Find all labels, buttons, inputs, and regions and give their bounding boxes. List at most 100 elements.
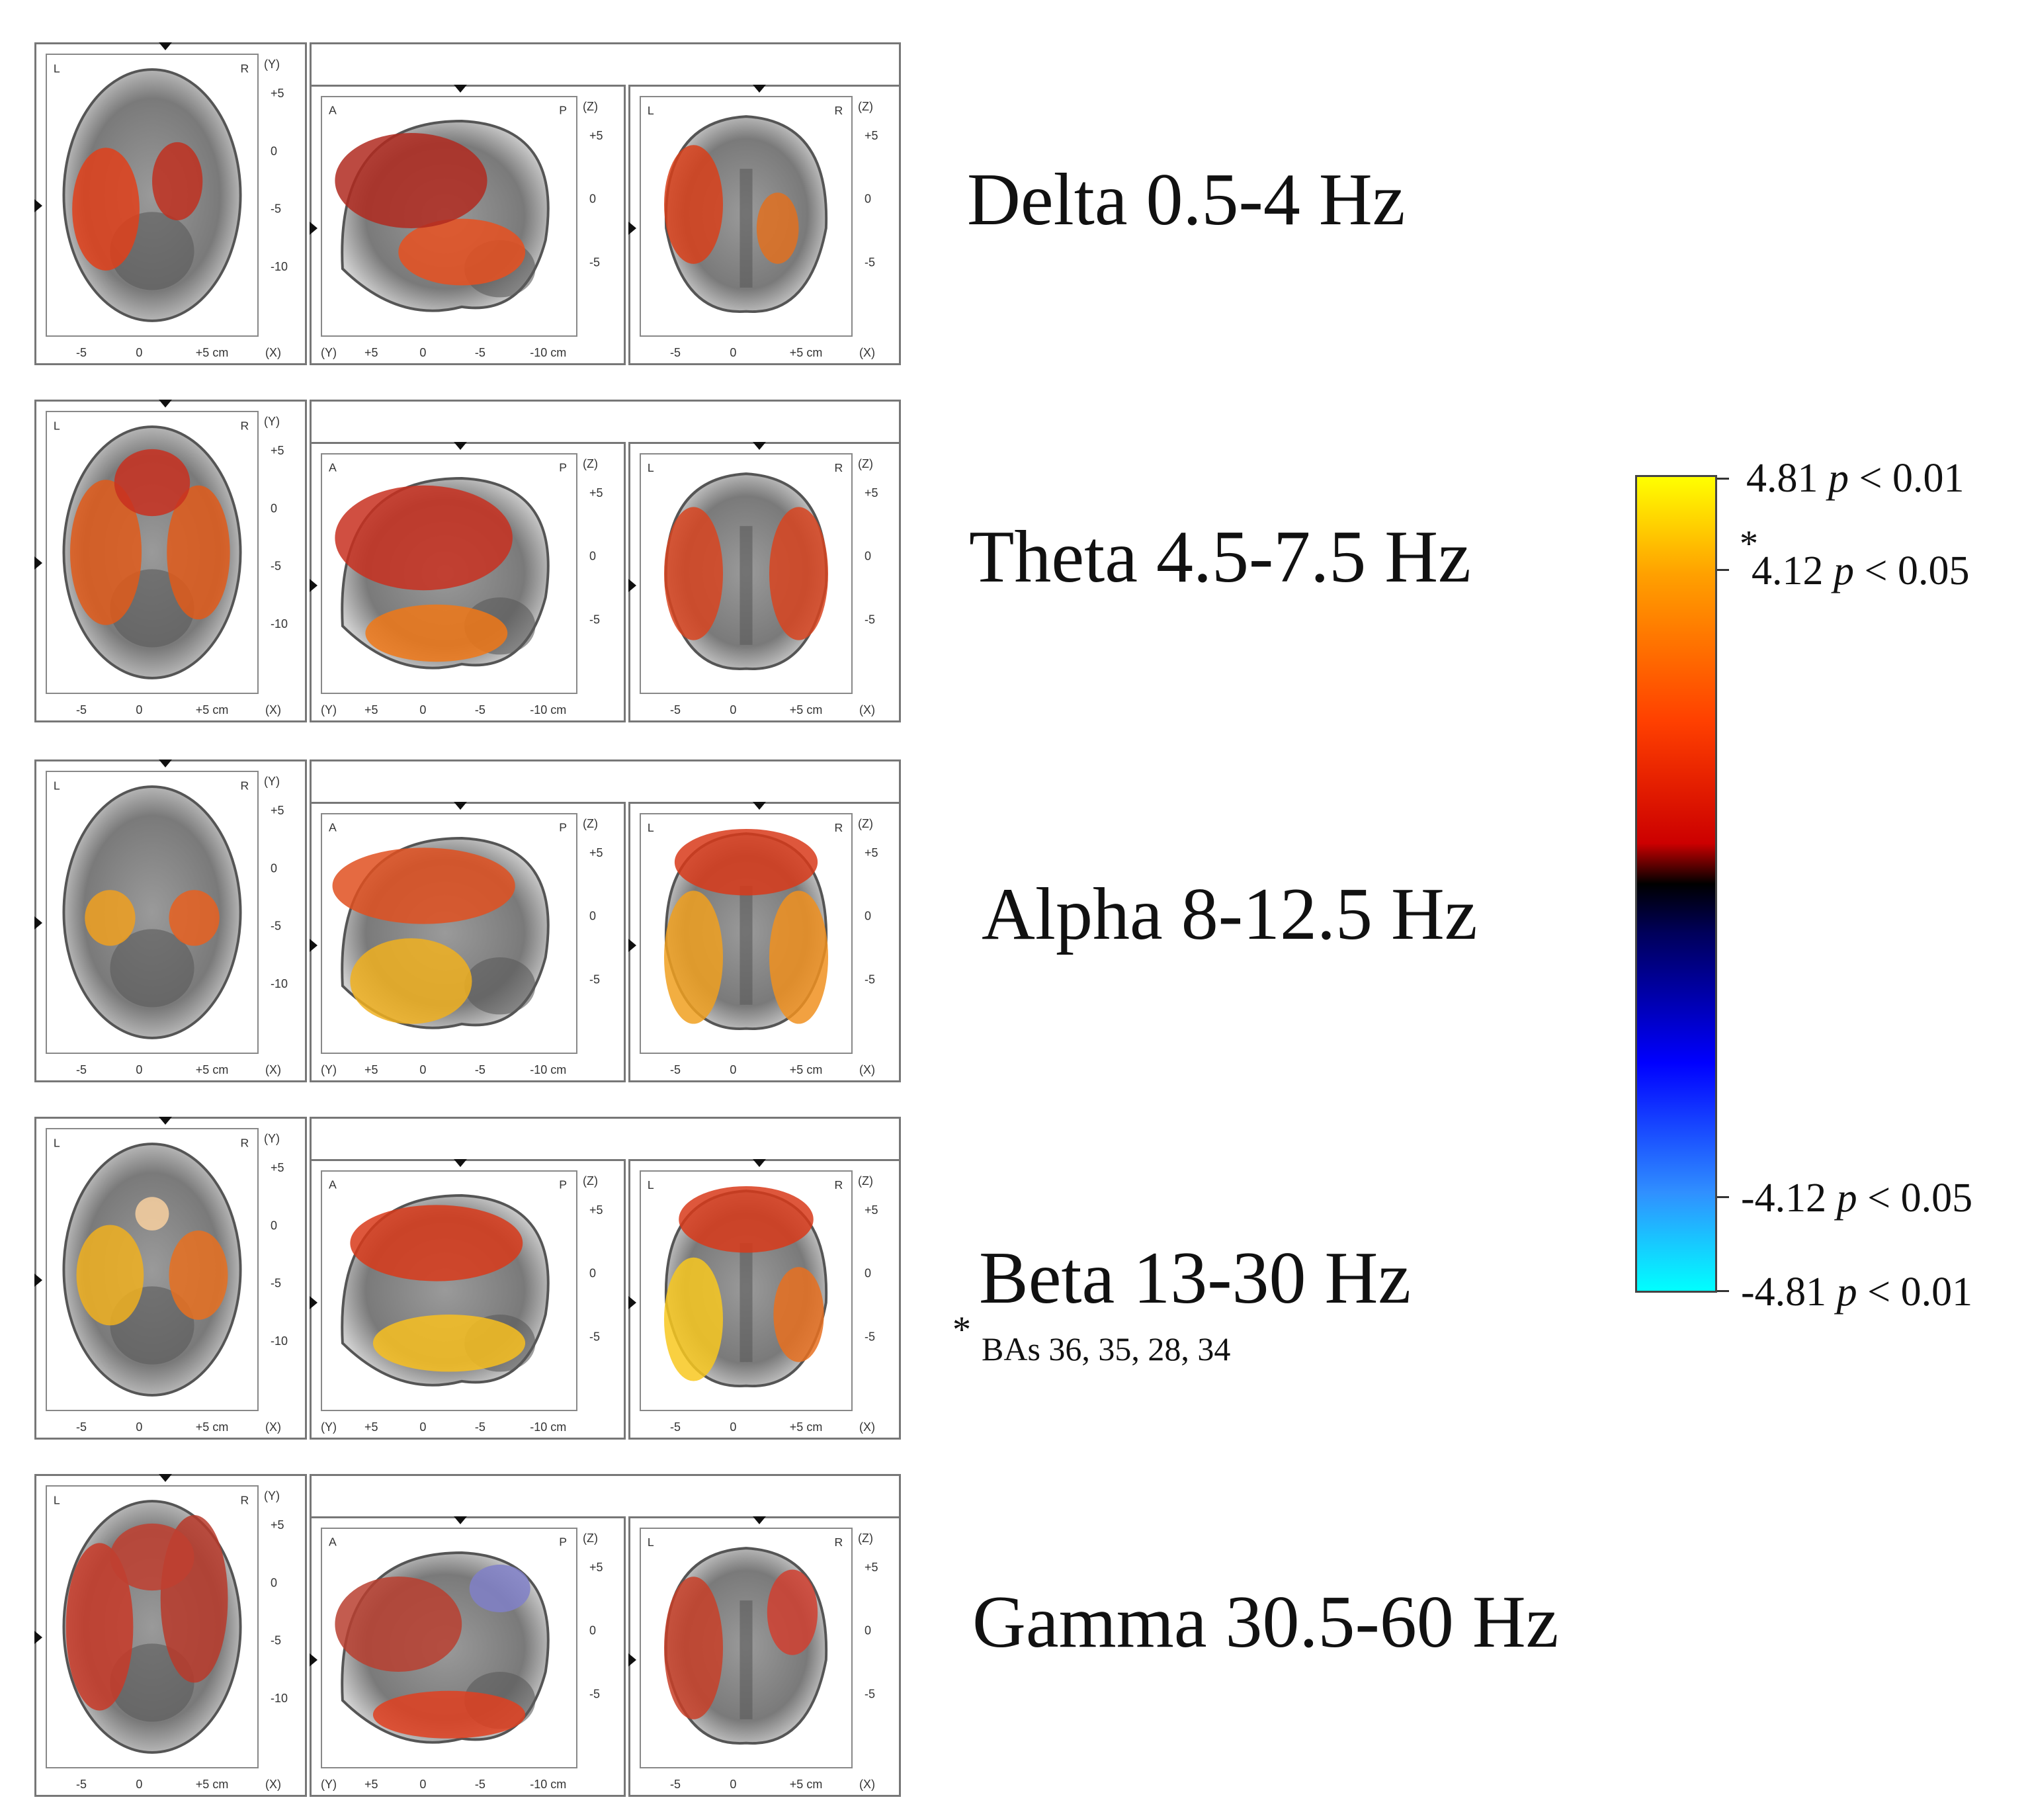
x-tick-label: -5 <box>475 1063 486 1076</box>
y-tick-label: -5 <box>271 1277 281 1290</box>
band-label-beta: Beta 13-30 Hz <box>979 1237 1412 1319</box>
x-tick-label: +5 cm <box>196 703 229 716</box>
corner-label-left: L <box>648 821 654 834</box>
activation-blob <box>663 1577 724 1719</box>
slice-position-marker <box>628 1653 636 1667</box>
corner-label-left: A <box>329 821 337 834</box>
x-axis-name: (Y) <box>321 1778 337 1791</box>
panel-header-strip <box>310 1117 901 1160</box>
corner-label-right: R <box>240 62 249 75</box>
axis-name: (Y) <box>264 1489 280 1502</box>
axial-slice-shape <box>62 1143 242 1397</box>
activation-blob <box>663 1257 724 1381</box>
corner-label-left: L <box>54 62 60 75</box>
activation-blob <box>365 604 508 662</box>
axis-name: (Y) <box>264 415 280 428</box>
x-tick-label: -10 cm <box>530 1420 566 1434</box>
axis-name: (Y) <box>264 1132 280 1145</box>
activation-blob <box>85 890 136 946</box>
axis-name: (Z) <box>858 100 873 113</box>
x-tick-label: -5 <box>475 346 486 359</box>
corner-label-right: P <box>559 461 567 474</box>
slice-position-marker-top <box>454 85 468 93</box>
panel-header-strip <box>310 759 901 803</box>
x-tick-label: +5 cm <box>790 1420 823 1434</box>
slice-position-marker <box>310 578 317 592</box>
x-axis-name: (X) <box>859 1420 875 1434</box>
corner-label-right: P <box>559 821 567 834</box>
y-tick-label: -5 <box>865 1330 875 1343</box>
x-tick-label: -5 <box>76 1420 87 1434</box>
y-tick-label: 0 <box>589 910 596 923</box>
activation-blob <box>167 485 230 620</box>
slice-position-marker-top <box>454 1159 468 1167</box>
slice-position-marker-top <box>159 1117 173 1125</box>
band-label-gamma: Gamma 30.5-60 Hz <box>972 1581 1559 1663</box>
x-axis-name: (X) <box>265 1063 281 1076</box>
x-tick-label: -5 <box>76 703 87 716</box>
x-tick-label: 0 <box>419 346 426 359</box>
y-tick-label: -5 <box>865 1687 875 1700</box>
slice-position-marker <box>628 1295 636 1309</box>
footnote-asterisk: * <box>952 1309 971 1350</box>
corner-label-left: A <box>329 104 337 117</box>
x-tick-label: -5 <box>475 703 486 716</box>
x-tick-label: 0 <box>419 1063 426 1076</box>
corner-label-left: L <box>54 1137 60 1150</box>
activation-blob <box>663 890 724 1024</box>
activation-blob <box>469 1565 530 1612</box>
x-tick-label: -10 cm <box>530 703 566 716</box>
y-tick-label: 0 <box>589 550 596 563</box>
y-tick-label: -5 <box>271 920 281 933</box>
colorbar-tick-neg412 <box>1717 1196 1729 1198</box>
slice-position-marker <box>34 1274 42 1287</box>
y-tick-label: -5 <box>589 1687 600 1700</box>
x-tick-label: 0 <box>136 346 142 359</box>
x-tick-label: -5 <box>76 346 87 359</box>
x-tick-label: -5 <box>670 1063 681 1076</box>
x-tick-label: -5 <box>475 1778 486 1791</box>
y-tick-label: -5 <box>589 255 600 269</box>
y-tick-label: +5 <box>271 87 284 100</box>
y-tick-label: +5 <box>589 846 603 859</box>
corner-label-right: R <box>240 779 249 793</box>
axial-slice-shape <box>62 785 242 1039</box>
y-tick-label: -5 <box>271 1634 281 1647</box>
slice-position-marker <box>310 1295 317 1309</box>
activation-blob <box>398 218 526 286</box>
colorbar-asterisk: * <box>1740 523 1758 564</box>
y-tick-label: 0 <box>865 193 871 206</box>
x-tick-label: 0 <box>730 1063 736 1076</box>
y-tick-label: -5 <box>271 560 281 573</box>
slice-position-marker <box>628 938 636 952</box>
y-tick-label: +5 <box>865 1561 878 1574</box>
